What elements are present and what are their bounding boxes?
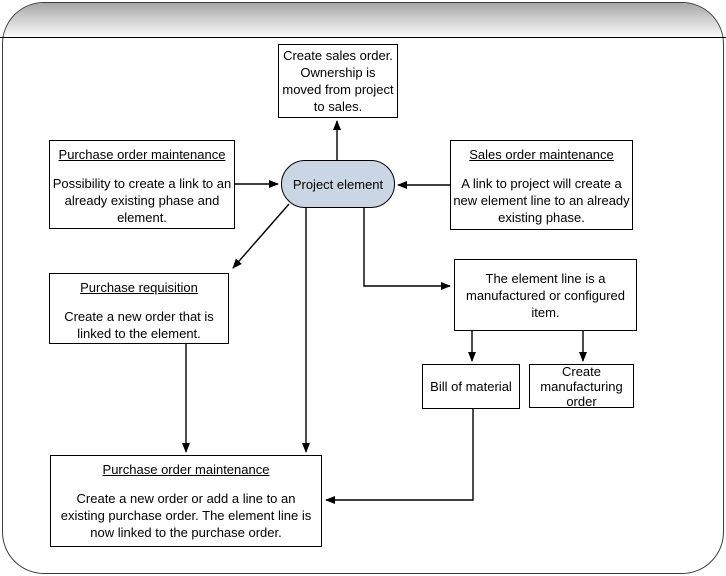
node-element-line: The element line is a manufactured or co… [454,259,637,331]
node-body: The element line is a manufactured or co… [466,270,625,320]
header-divider-line [0,37,726,38]
node-title: Sales order maintenance [469,147,614,162]
node-sales-order-maintenance: Sales order maintenance A link to projec… [450,140,633,230]
node-purchase-requisition: Purchase requisition Create a new order … [49,273,229,344]
node-body: Bill of material [430,379,512,394]
node-body: Possibility to create a link to an alrea… [52,176,232,225]
node-body: Create manufacturing order [540,363,623,409]
node-title: Purchase order maintenance [58,147,226,162]
node-project-element: Project element [281,160,395,208]
header-band [3,3,723,38]
node-create-sales-order: Create sales order. Ownership is moved f… [278,44,398,118]
node-body: Create a new order or add a line to an e… [60,491,312,540]
node-bill-of-material: Bill of material [422,364,520,409]
node-create-manufacturing-order: Create manufacturing order [529,363,634,409]
node-body: Create a new order that is linked to the… [64,309,214,341]
node-purchase-order-maintenance-bottom: Purchase order maintenance Create a new … [50,455,322,547]
node-body: Create sales order. Ownership is moved f… [282,48,394,114]
node-title: Purchase requisition [80,280,198,295]
capsule-label: Project element [292,176,384,192]
node-title: Purchase order maintenance [102,462,270,477]
node-body: A link to project will create a new elem… [453,176,630,225]
node-purchase-order-maintenance-top: Purchase order maintenance Possibility t… [49,140,235,229]
